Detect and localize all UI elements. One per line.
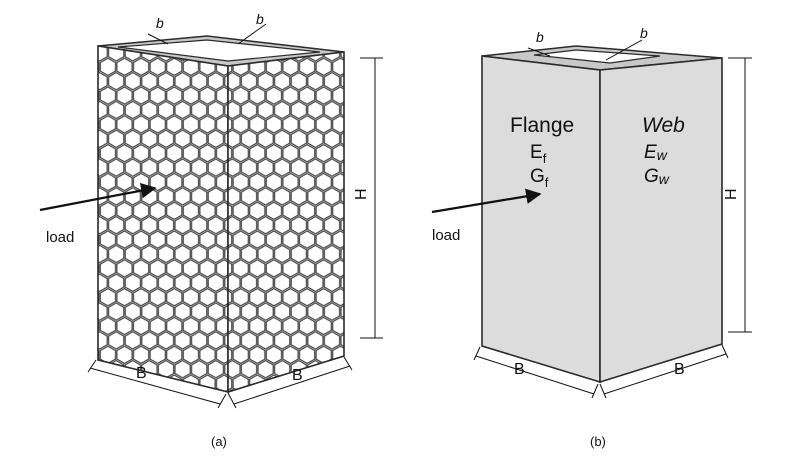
web-elastic-modulus: Ew bbox=[644, 142, 668, 163]
figure-a: b b H B B load (a) bbox=[39, 11, 383, 449]
figure-a-caption: (a) bbox=[211, 434, 227, 449]
figure-a-wall-marker-1 bbox=[147, 33, 169, 45]
figure-b-wall-marker-2 bbox=[605, 39, 643, 61]
figure-b-flange-face bbox=[481, 55, 601, 384]
figure-b-web-face bbox=[599, 57, 723, 384]
figure-b-width-label-left: B bbox=[514, 361, 525, 378]
figure-b-width-dimension-left bbox=[473, 346, 599, 399]
figure-b-width-dimension-right bbox=[599, 344, 729, 399]
figure-a-top-hole bbox=[117, 39, 321, 62]
figure-b-wall-marker-1 bbox=[527, 47, 551, 57]
figure-a-width-dimension-right bbox=[227, 356, 353, 409]
figure-b-caption: (b) bbox=[590, 434, 606, 449]
figure-b-load-arrow bbox=[431, 188, 542, 214]
figure-a-wall-marker-2 bbox=[237, 23, 267, 45]
figure-a-height-label: H bbox=[353, 188, 370, 200]
figure-b-wall-label-2: b bbox=[640, 25, 648, 41]
flange-elastic-subscript: f bbox=[543, 151, 547, 166]
figure-b-load-label: load bbox=[432, 227, 460, 244]
web-shear-modulus: Gw bbox=[644, 166, 670, 187]
figure-a-wall-label-1: b bbox=[156, 15, 164, 31]
web-elastic-subscript: w bbox=[657, 147, 668, 163]
figure-a-load-label: load bbox=[46, 229, 74, 246]
figure-a-width-dimension-left bbox=[87, 359, 227, 409]
figure-b-width-label-right: B bbox=[674, 361, 685, 378]
flange-elastic-modulus: Ef bbox=[530, 142, 547, 166]
figure-a-width-label-right: B bbox=[292, 367, 303, 384]
flange-title: Flange bbox=[510, 114, 574, 137]
figure-a-load-arrow bbox=[39, 183, 157, 212]
web-shear-subscript: w bbox=[659, 171, 670, 187]
figure-b-wall-label-1: b bbox=[536, 29, 544, 45]
flange-shear-subscript: f bbox=[545, 175, 549, 190]
figure-b: b b Flange Ef Gf Web Ew Gw H B bbox=[431, 25, 752, 449]
figure-a-right-face bbox=[227, 51, 345, 394]
figure-a-height-dimension bbox=[360, 57, 383, 339]
figure-a-left-face bbox=[97, 45, 229, 394]
web-title: Web bbox=[642, 114, 685, 137]
figure-b-height-dimension bbox=[728, 57, 752, 333]
figure-a-width-label-left: B bbox=[136, 365, 147, 382]
figure-a-wall-label-2: b bbox=[256, 11, 264, 27]
figure-b-top-hole bbox=[533, 49, 661, 64]
flange-shear-modulus: Gf bbox=[530, 166, 549, 190]
figure-b-height-label: H bbox=[723, 188, 740, 200]
